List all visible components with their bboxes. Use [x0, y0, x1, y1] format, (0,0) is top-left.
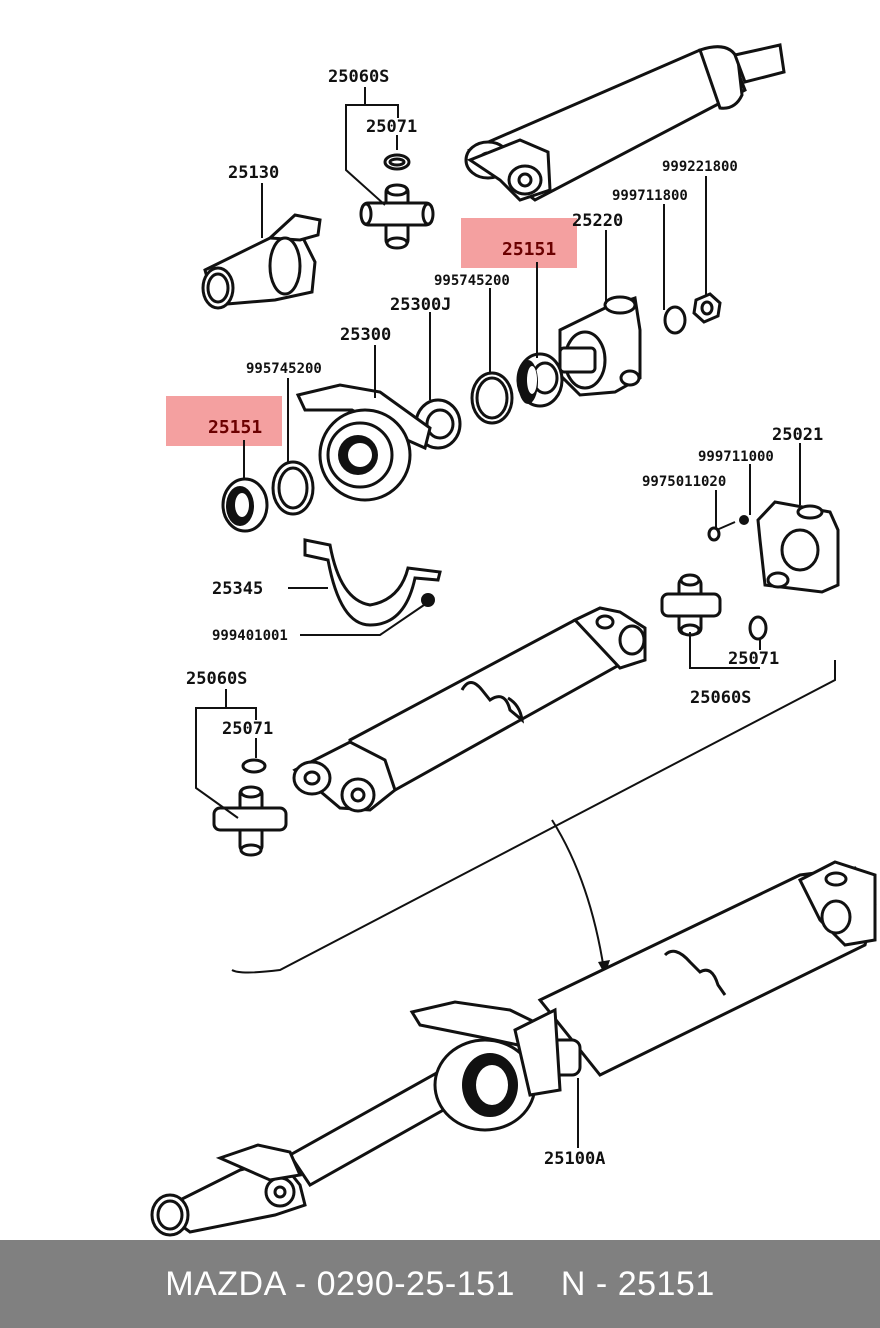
highlight-box-left: [166, 396, 282, 446]
label-25151-top: 25151: [502, 239, 556, 260]
label-999401001: 999401001: [212, 628, 288, 644]
snap-ring-mid: [470, 371, 514, 425]
assembly-arrow: [551, 819, 605, 971]
highlight-box-top: [461, 218, 577, 268]
rear-shaft-part: [464, 43, 786, 202]
parts-diagram: 25060S 25071 25130 999221800 999711800 2…: [150, 43, 877, 1237]
label-25060S-left: 25060S: [186, 669, 247, 689]
assembly-bracket-line: [231, 660, 836, 974]
label-999711000: 999711000: [698, 449, 774, 465]
footer-bar: MAZDA - 0290-25-151 N - 25151: [0, 1240, 880, 1328]
brand-part-number: MAZDA - 0290-25-151: [165, 1264, 515, 1303]
middle-shaft-part: [292, 606, 647, 813]
snap-ring-left-lower: [241, 758, 267, 774]
universal-joint-left: [212, 785, 288, 857]
flange-yoke-part: [558, 295, 642, 397]
label-9975011020: 9975011020: [642, 474, 726, 490]
label-995745200-left: 995745200: [246, 361, 322, 377]
assembly-arrow-head: [598, 960, 610, 975]
label-25071-left: 25071: [222, 719, 273, 739]
snap-ring-left: [271, 460, 315, 516]
universal-joint-right: [660, 573, 722, 637]
snap-ring-top: [383, 153, 411, 171]
label-25345: 25345: [212, 579, 263, 599]
washer-part: [663, 305, 687, 335]
label-25300J: 25300J: [390, 295, 451, 315]
companion-flange-part: [756, 500, 840, 594]
label-999221800: 999221800: [662, 159, 738, 175]
universal-joint-top: [359, 183, 435, 250]
label-995745200-mid: 995745200: [434, 273, 510, 289]
bolt-part: [707, 515, 749, 542]
bracket-part: [303, 538, 442, 627]
leader-lines: [195, 87, 801, 1148]
label-25060S-right: 25060S: [690, 688, 751, 708]
label-25300: 25300: [340, 325, 391, 345]
assembled-shaft-part: [150, 860, 877, 1237]
label-25130: 25130: [228, 163, 279, 183]
nut-part: [692, 292, 722, 324]
diagram-number: N - 25151: [560, 1264, 715, 1303]
oil-seal-top: [516, 352, 564, 408]
label-25021: 25021: [772, 425, 823, 445]
oil-seal-left: [221, 477, 269, 533]
label-25071-top: 25071: [366, 117, 417, 137]
label-25220: 25220: [572, 211, 623, 231]
snap-ring-right: [748, 615, 768, 641]
label-25151-left: 25151: [208, 417, 262, 438]
label-25100A: 25100A: [544, 1149, 605, 1169]
label-25060S-top: 25060S: [328, 67, 389, 87]
label-999711800: 999711800: [612, 188, 688, 204]
slip-yoke-part: [201, 213, 322, 310]
center-bearing-part: [295, 383, 432, 502]
label-25071-right: 25071: [728, 649, 779, 669]
